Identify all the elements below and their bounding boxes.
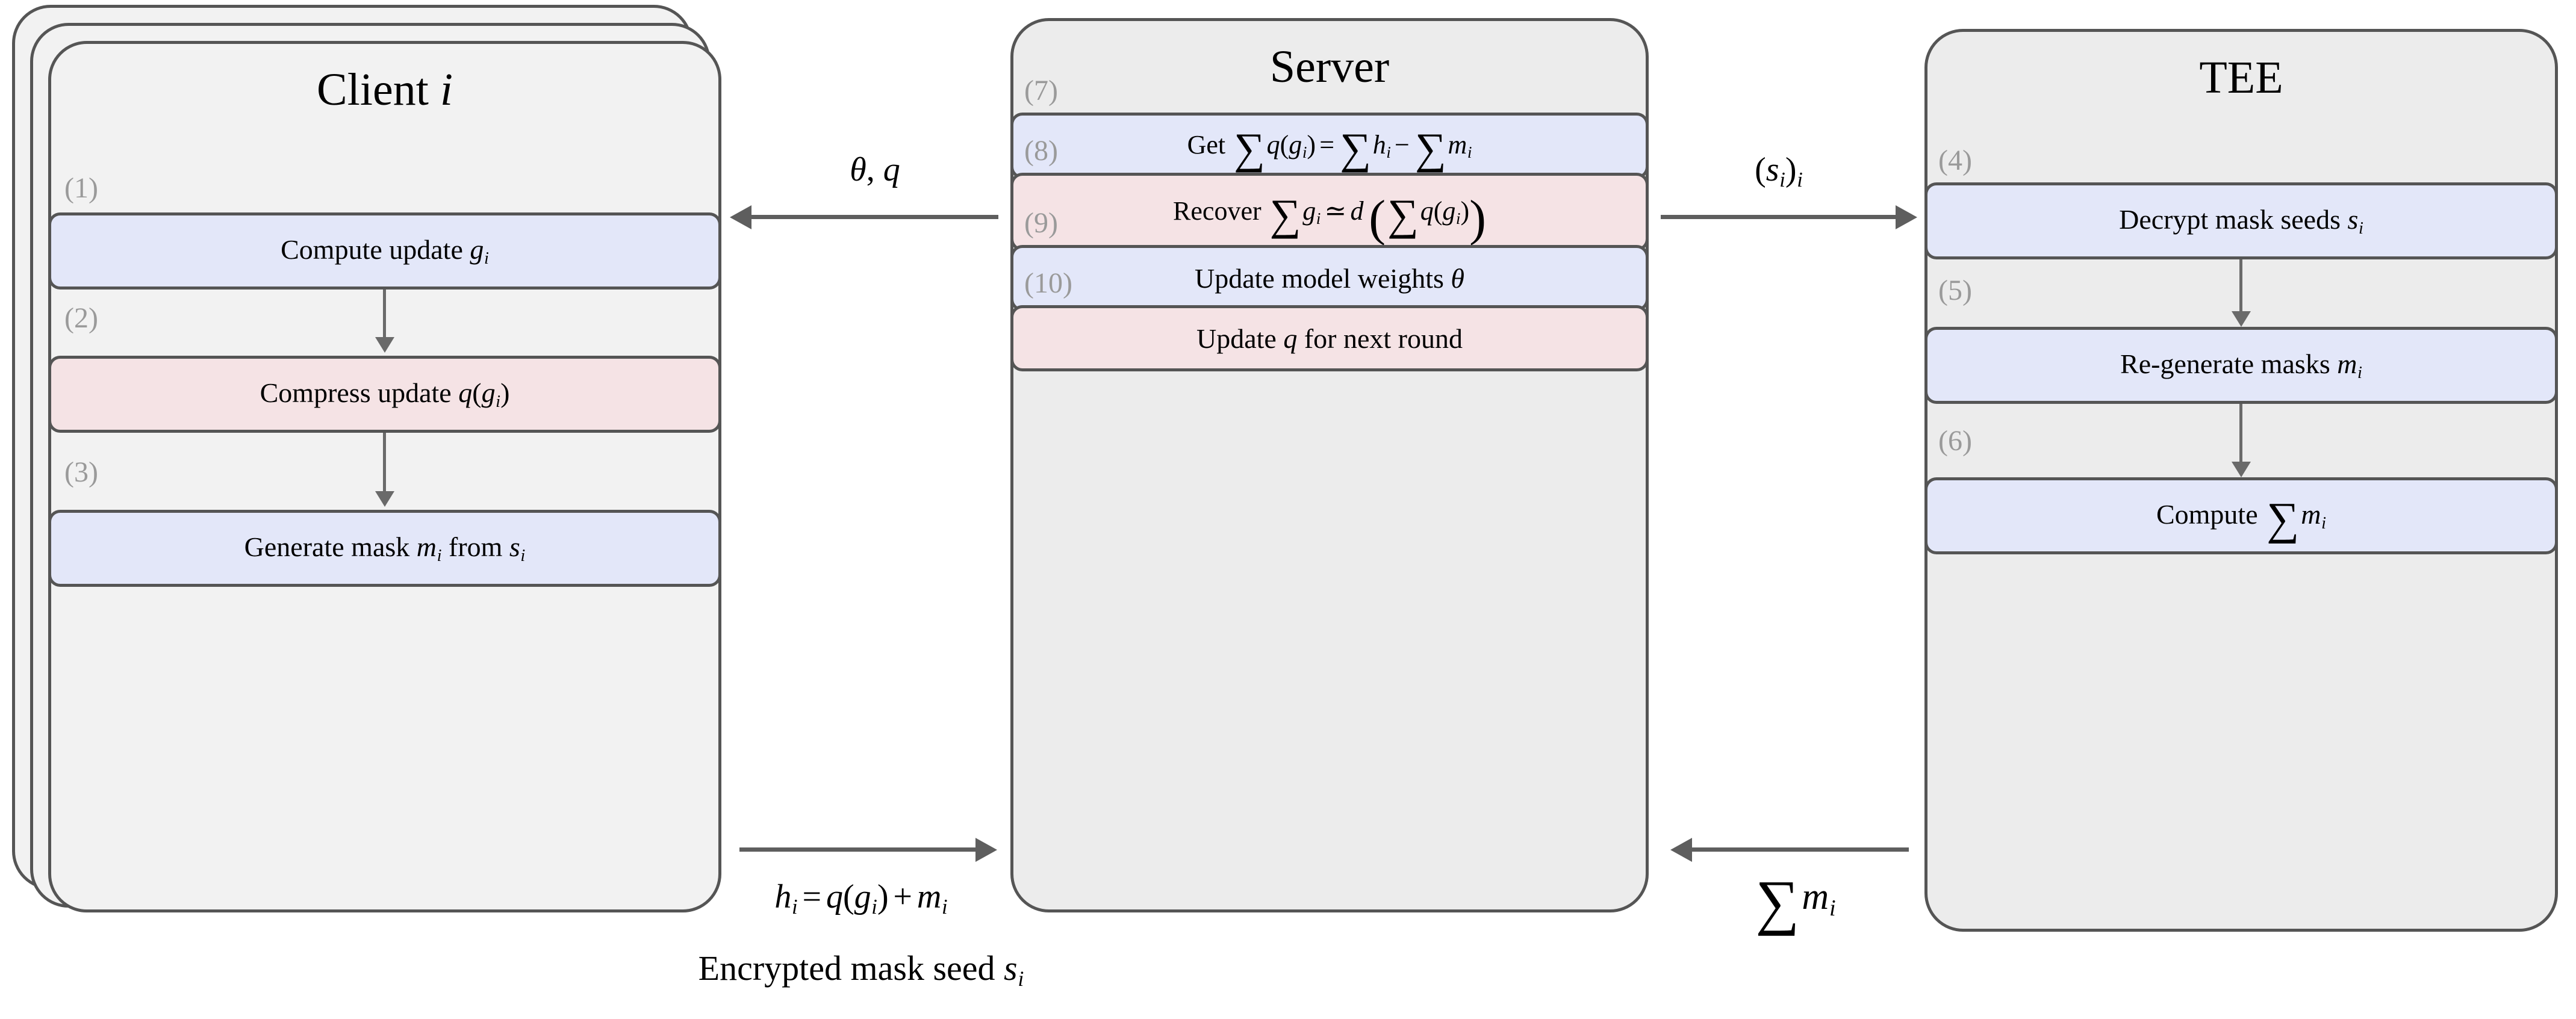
- encrypted-mask-seed-label: Encrypted mask seed si: [698, 949, 1024, 991]
- server-card[interactable]: Server (7) Get ∑q(gi)=∑hi−∑mi (8) Recove…: [1010, 18, 1649, 912]
- client-arrow-1-2-head: [375, 337, 394, 353]
- client-title-var: i: [440, 64, 453, 115]
- server-to-client-label: θ, q: [850, 151, 900, 188]
- client-step-1[interactable]: Compute update gi: [48, 212, 721, 290]
- tee-title: TEE: [2199, 52, 2283, 103]
- tee-step-6-label: Compute ∑mi: [2156, 493, 2327, 544]
- tee-arrow-5-6: [2239, 404, 2242, 470]
- client-arrow-2-3-head: [375, 491, 394, 507]
- tee-card[interactable]: TEE (4) Decrypt mask seeds si (5) Re-gen…: [1924, 29, 2558, 932]
- server-to-tee-arrow-line: [1661, 215, 1897, 219]
- server-step-9-number: (9): [1024, 207, 1058, 239]
- tee-step-5-label: Re-generate masks mi: [2120, 348, 2362, 382]
- tee-step-5-number: (5): [1938, 274, 1972, 306]
- server-to-tee-arrow-head: [1896, 205, 1917, 229]
- tee-step-4-number: (4): [1938, 144, 1972, 176]
- client-to-server-arrow-line: [739, 847, 977, 852]
- tee-step-4[interactable]: Decrypt mask seeds si: [1924, 182, 2558, 259]
- client-step-1-label: Compute update gi: [281, 234, 489, 268]
- server-step-8-number: (8): [1024, 135, 1058, 167]
- client-arrow-1-2: [383, 290, 386, 346]
- server-step-7-number: (7): [1024, 75, 1058, 107]
- tee-step-5[interactable]: Re-generate masks mi: [1924, 327, 2558, 404]
- server-to-client-arrow-line: [751, 215, 998, 219]
- server-to-tee-label: (si)i: [1755, 151, 1803, 191]
- tee-arrow-4-5: [2239, 259, 2242, 320]
- tee-step-4-label: Decrypt mask seeds si: [2119, 204, 2363, 238]
- tee-arrow-5-6-head: [2232, 462, 2251, 477]
- server-step-10[interactable]: Update q for next round: [1010, 305, 1649, 371]
- server-to-client-arrow-head: [730, 205, 751, 229]
- server-step-10-number: (10): [1024, 267, 1072, 299]
- tee-to-server-arrow-line: [1692, 847, 1909, 852]
- server-step-10-label: Update q for next round: [1196, 323, 1463, 354]
- client-step-3-number: (3): [64, 456, 98, 488]
- server-step-7[interactable]: Get ∑q(gi)=∑hi−∑mi: [1010, 113, 1649, 179]
- tee-step-6-number: (6): [1938, 425, 1972, 457]
- client-arrow-2-3: [383, 433, 386, 500]
- server-title: Server: [1269, 42, 1390, 92]
- client-title: Client i: [51, 67, 718, 113]
- client-step-2-label: Compress update q(gi): [260, 377, 510, 411]
- tee-step-6[interactable]: Compute ∑mi: [1924, 477, 2558, 554]
- client-step-1-number: (1): [64, 172, 98, 204]
- client-title-text: Client: [317, 64, 429, 115]
- client-step-2-number: (2): [64, 302, 98, 334]
- server-step-9[interactable]: Update model weights θ: [1010, 245, 1649, 311]
- client-step-3-label: Generate mask mi from si: [244, 531, 526, 565]
- client-to-server-arrow-head: [975, 838, 997, 862]
- server-step-7-label: Get ∑q(gi)=∑hi−∑mi: [1187, 123, 1472, 173]
- client-step-3[interactable]: Generate mask mi from si: [48, 510, 721, 587]
- server-step-8-label: Recover ∑gi≃d (∑q(gi)): [1173, 190, 1486, 246]
- client-card[interactable]: Client i (1) Compute update gi (2) Compr…: [48, 41, 721, 912]
- server-step-9-label: Update model weights θ: [1194, 262, 1465, 294]
- tee-arrow-4-5-head: [2232, 311, 2251, 327]
- tee-to-server-arrow-head: [1670, 838, 1692, 862]
- client-to-server-label: hi=q(gi)+mi: [774, 878, 948, 918]
- client-step-2[interactable]: Compress update q(gi): [48, 356, 721, 433]
- tee-to-server-label: ∑mi: [1755, 868, 1836, 937]
- server-step-8[interactable]: Recover ∑gi≃d (∑q(gi)): [1010, 173, 1649, 251]
